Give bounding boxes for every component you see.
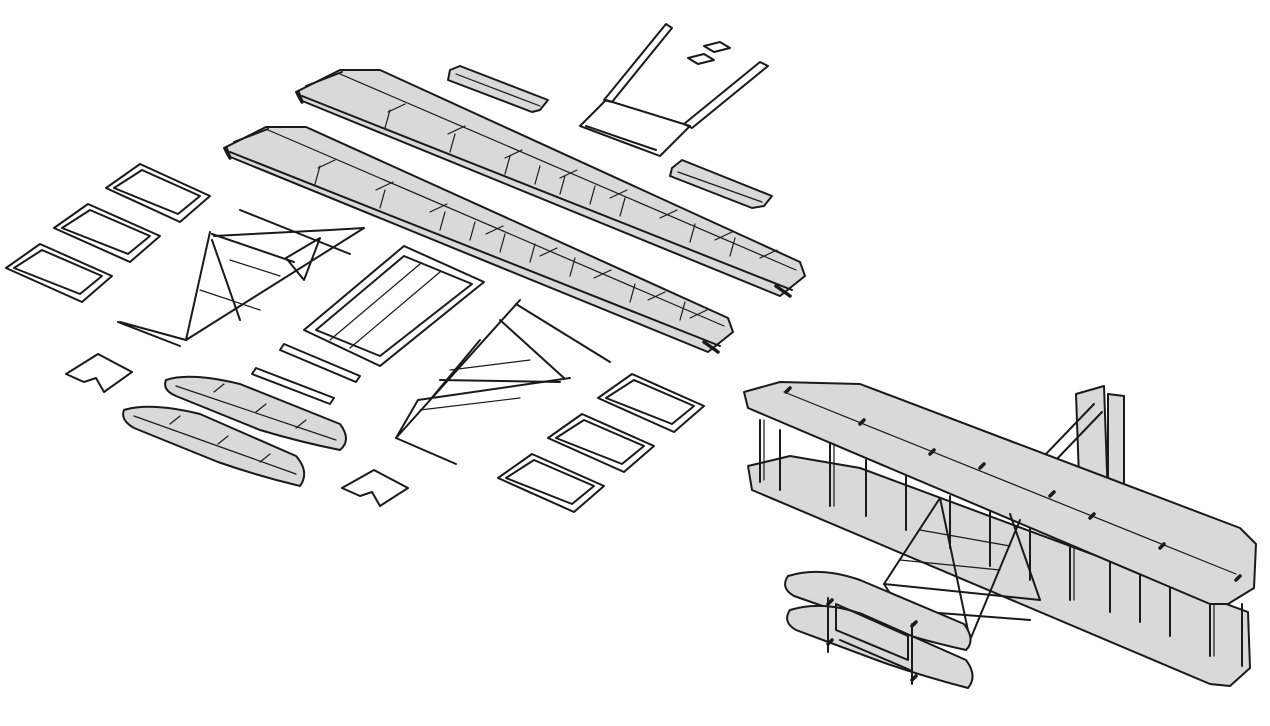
strut-bar-3 [117, 321, 181, 347]
truss-frame-left [119, 209, 365, 341]
rib-frame-left-1 [105, 163, 211, 223]
rib-frame-right-3 [497, 453, 605, 513]
skid-pontoon-1 [164, 375, 347, 451]
bracket-2 [341, 469, 409, 507]
skid-pontoon-2 [122, 405, 306, 487]
bracket-1 [65, 353, 133, 393]
truss-frame-right [395, 299, 611, 465]
lower-wing-panel [223, 126, 734, 354]
assembled-aircraft [743, 381, 1257, 689]
center-frame [303, 245, 485, 367]
upper-wing-panel [295, 69, 806, 298]
strut-bar-1 [279, 343, 361, 383]
rudder-outrigger-frame [579, 23, 769, 157]
rib-frame-left-3 [5, 243, 113, 303]
rib-frame-left-2 [53, 203, 161, 263]
assembled-skid-lower [786, 604, 974, 689]
rib-frame-right-1 [597, 373, 705, 433]
elevator-plate-1 [447, 65, 549, 113]
rib-frame-right-2 [547, 413, 655, 473]
elevator-plate-2 [669, 159, 773, 209]
assembled-skid-upper [784, 570, 972, 651]
assembled-upper-wing [743, 381, 1257, 605]
strut-bar-2 [251, 367, 335, 405]
